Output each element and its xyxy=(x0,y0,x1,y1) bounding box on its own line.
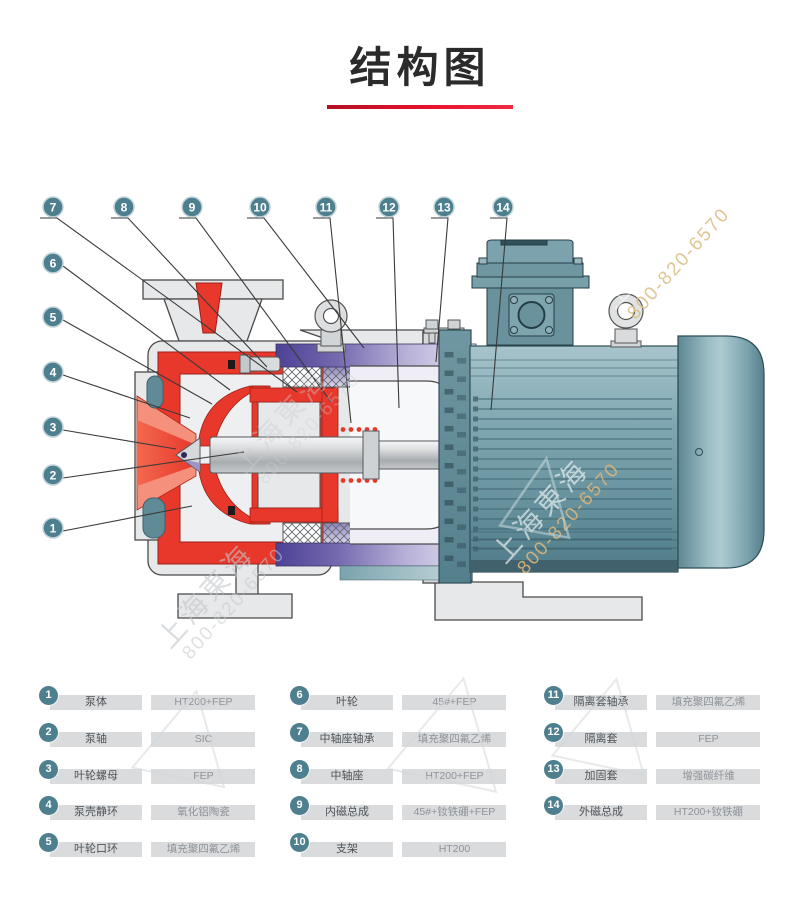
part-row: 11 隔离套轴承 填充聚四氟乙烯 xyxy=(544,686,761,710)
part-material: HT200+FEP xyxy=(151,695,256,710)
part-material: 填充聚四氟乙烯 xyxy=(656,695,761,710)
part-row: 8 中轴座 HT200+FEP xyxy=(290,759,507,784)
part-number-badge: 3 xyxy=(39,759,58,779)
title-underline xyxy=(327,105,513,109)
parts-column-2: 6 叶轮 45#+FEP 7 中轴座轴承 填充聚四氟乙烯 8 中轴座 HT200… xyxy=(290,686,531,888)
part-material: HT200+钕铁硼 xyxy=(656,805,761,821)
part-number-badge: 7 xyxy=(290,722,309,742)
part-name: 外磁总成 xyxy=(555,805,647,821)
part-material: 增强碳纤维 xyxy=(656,768,761,784)
part-material: FEP xyxy=(151,768,256,784)
part-name: 内磁总成 xyxy=(301,805,393,821)
part-row: 6 叶轮 45#+FEP xyxy=(290,686,507,710)
part-material: 填充聚四氟乙烯 xyxy=(402,731,507,747)
part-name: 叶轮 xyxy=(301,695,393,710)
part-number-badge: 8 xyxy=(290,759,309,779)
part-number-badge: 4 xyxy=(39,796,58,816)
part-number-badge: 14 xyxy=(544,796,563,816)
part-name: 叶轮口环 xyxy=(50,842,142,858)
parts-column-3: 11 隔离套轴承 填充聚四氟乙烯 12 隔离套 FEP 13 加固套 增强碳纤维… xyxy=(544,686,785,888)
part-name: 支架 xyxy=(301,842,393,858)
part-row: 7 中轴座轴承 填充聚四氟乙烯 xyxy=(290,722,507,747)
part-material: HT200+FEP xyxy=(402,768,507,784)
part-name: 叶轮螺母 xyxy=(50,768,142,784)
part-number-badge: 2 xyxy=(39,722,58,742)
part-number-badge: 12 xyxy=(544,722,563,742)
part-material: 填充聚四氟乙烯 xyxy=(151,842,256,858)
part-material: 45#+FEP xyxy=(402,695,507,710)
part-row: 14 外磁总成 HT200+钕铁硼 xyxy=(544,796,761,821)
part-number-badge: 5 xyxy=(39,833,58,853)
part-number-badge: 6 xyxy=(290,686,309,705)
part-number-badge: 9 xyxy=(290,796,309,816)
part-row: 13 加固套 增强碳纤维 xyxy=(544,759,761,784)
part-number-badge: 13 xyxy=(544,759,563,779)
title-block: 结构图 xyxy=(25,34,790,109)
part-material: 氧化铝陶瓷 xyxy=(151,805,256,821)
part-number-badge: 11 xyxy=(544,686,563,705)
part-row: 9 内磁总成 45#+钕铁硼+FEP xyxy=(290,796,507,821)
part-row: 10 支架 HT200 xyxy=(290,833,507,858)
part-name: 隔离套 xyxy=(555,731,647,747)
part-number-badge: 1 xyxy=(39,686,58,705)
part-row: 5 叶轮口环 填充聚四氟乙烯 xyxy=(39,833,256,858)
parts-column-1: 1 泵体 HT200+FEP 2 泵轴 SIC 3 叶轮螺母 FEP 4 泵壳静… xyxy=(39,686,280,888)
part-material: FEP xyxy=(656,731,761,747)
part-name: 加固套 xyxy=(555,768,647,784)
part-material: 45#+钕铁硼+FEP xyxy=(402,805,507,821)
part-name: 中轴座 xyxy=(301,768,393,784)
part-name: 隔离套轴承 xyxy=(555,695,647,710)
part-number-badge: 10 xyxy=(290,833,309,853)
page-title: 结构图 xyxy=(349,44,491,91)
part-name: 泵壳静环 xyxy=(50,805,142,821)
part-name: 泵体 xyxy=(50,695,142,710)
part-row: 2 泵轴 SIC xyxy=(39,722,256,747)
part-material: SIC xyxy=(151,731,256,747)
part-name: 泵轴 xyxy=(50,731,142,747)
part-row: 1 泵体 HT200+FEP xyxy=(39,686,256,710)
part-material: HT200 xyxy=(402,842,507,858)
part-row: 3 叶轮螺母 FEP xyxy=(39,759,256,784)
part-name: 中轴座轴承 xyxy=(301,731,393,747)
part-row: 4 泵壳静环 氧化铝陶瓷 xyxy=(39,796,256,821)
part-row: 12 隔离套 FEP xyxy=(544,722,761,747)
